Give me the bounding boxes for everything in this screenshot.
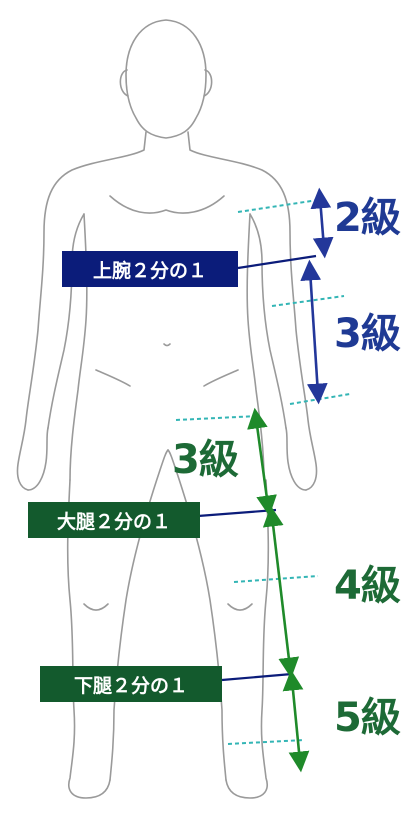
abdomen-left (95, 369, 131, 387)
torso-right (187, 131, 318, 491)
thigh-half-label: 大腿２分の１ (28, 502, 200, 538)
cut-line-thigh-top (175, 415, 259, 421)
arrow-thigh-upper (247, 407, 277, 517)
hand-right (285, 427, 307, 491)
leg-left-outer (66, 479, 111, 799)
grade-lower-leg: 5級 (334, 695, 401, 741)
arrow-upper-arm-upper (310, 187, 334, 259)
upper-arm-half-label: 上腕２分の１ (62, 251, 238, 287)
ear-left (119, 69, 129, 97)
grade-upper-arm-upper: 2級 (334, 195, 401, 241)
hand-left (27, 427, 49, 491)
human-figure-outline (16, 19, 318, 799)
lower-leg-half-label: 下腿２分の１ (40, 666, 222, 702)
knee-right (227, 603, 253, 611)
navel (163, 343, 171, 347)
pointer-lower-leg (221, 672, 293, 682)
cut-line-lower-leg (227, 739, 305, 745)
pointer-upper-arm (237, 254, 317, 270)
inner-arm-left (47, 213, 85, 429)
chest-line (109, 195, 225, 214)
pointer-thigh (197, 508, 277, 518)
grade-thigh-lower: 4級 (334, 563, 401, 609)
grade-thigh-upper: 3級 (172, 437, 239, 483)
knee-left (83, 603, 109, 611)
arrow-thigh-lower (262, 505, 300, 679)
cut-line-thigh-mid (233, 575, 319, 583)
head (125, 19, 207, 139)
arrow-upper-arm-lower (300, 259, 328, 405)
torso-left (16, 131, 147, 491)
leg-right-outer (225, 479, 270, 799)
cut-line-upper-arm-bottom (289, 393, 351, 405)
arrow-lower-leg (282, 669, 310, 773)
leg-right-inner (167, 449, 227, 781)
leg-left-inner (109, 449, 169, 781)
grade-upper-arm-lower: 3級 (334, 311, 401, 357)
cut-line-upper-arm-top (237, 199, 319, 213)
inner-arm-right (249, 213, 287, 429)
cut-line-upper-arm-mid (271, 295, 345, 307)
ear-right (203, 69, 213, 97)
abdomen-right (203, 369, 239, 387)
arrows (247, 187, 334, 773)
